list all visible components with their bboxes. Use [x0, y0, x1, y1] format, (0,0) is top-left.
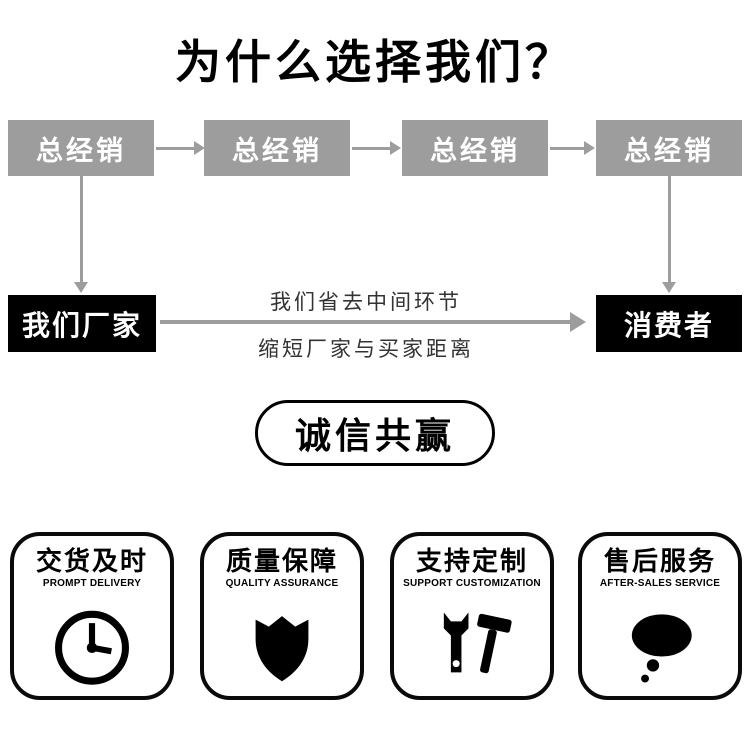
consumer-box: 消费者 — [596, 295, 742, 352]
distributor-box-3: 总经销 — [402, 120, 548, 176]
arrow-caption-top: 我们省去中间环节 — [270, 291, 462, 314]
page-title: 为什么选择我们？ — [175, 36, 575, 88]
badge-title: 质量保障 — [225, 546, 338, 576]
badge-title: 售后服务 — [603, 546, 716, 576]
clock-icon — [14, 597, 170, 695]
wrench-hammer-icon — [394, 597, 550, 695]
slogan-label: 诚信共赢 — [294, 415, 455, 456]
badge-after-sales-service: 售后服务 AFTER-SALES SERVICE — [578, 532, 742, 700]
arrow-caption-bottom: 缩短厂家与买家距离 — [258, 338, 474, 361]
distributor-label: 总经销 — [624, 135, 714, 166]
consumer-label: 消费者 — [623, 309, 714, 341]
badge-subtitle: AFTER-SALES SERVICE — [599, 578, 721, 589]
badge-title: 支持定制 — [415, 546, 528, 576]
distributor-label: 总经销 — [36, 135, 126, 166]
badge-subtitle: PROMPT DELIVERY — [42, 578, 142, 589]
badge-support-customization: 支持定制 SUPPORT CUSTOMIZATION — [390, 532, 554, 700]
distributor-box-1: 总经销 — [8, 120, 154, 176]
slogan-pill: 诚信共赢 — [255, 400, 495, 466]
distributor-box-4: 总经销 — [596, 120, 742, 176]
thought-bubble-icon — [582, 597, 738, 695]
badge-subtitle: QUALITY ASSURANCE — [225, 578, 339, 589]
badge-title: 交货及时 — [35, 546, 148, 576]
badge-quality-assurance: 质量保障 QUALITY ASSURANCE — [200, 532, 364, 700]
factory-label: 我们厂家 — [21, 309, 142, 341]
distributor-label: 总经销 — [430, 135, 520, 166]
factory-box: 我们厂家 — [8, 295, 156, 352]
badge-subtitle: SUPPORT CUSTOMIZATION — [403, 578, 541, 589]
shield-icon — [204, 597, 360, 695]
distributor-box-2: 总经销 — [204, 120, 350, 176]
badge-prompt-delivery: 交货及时 PROMPT DELIVERY — [10, 532, 174, 700]
distributor-label: 总经销 — [232, 135, 322, 166]
